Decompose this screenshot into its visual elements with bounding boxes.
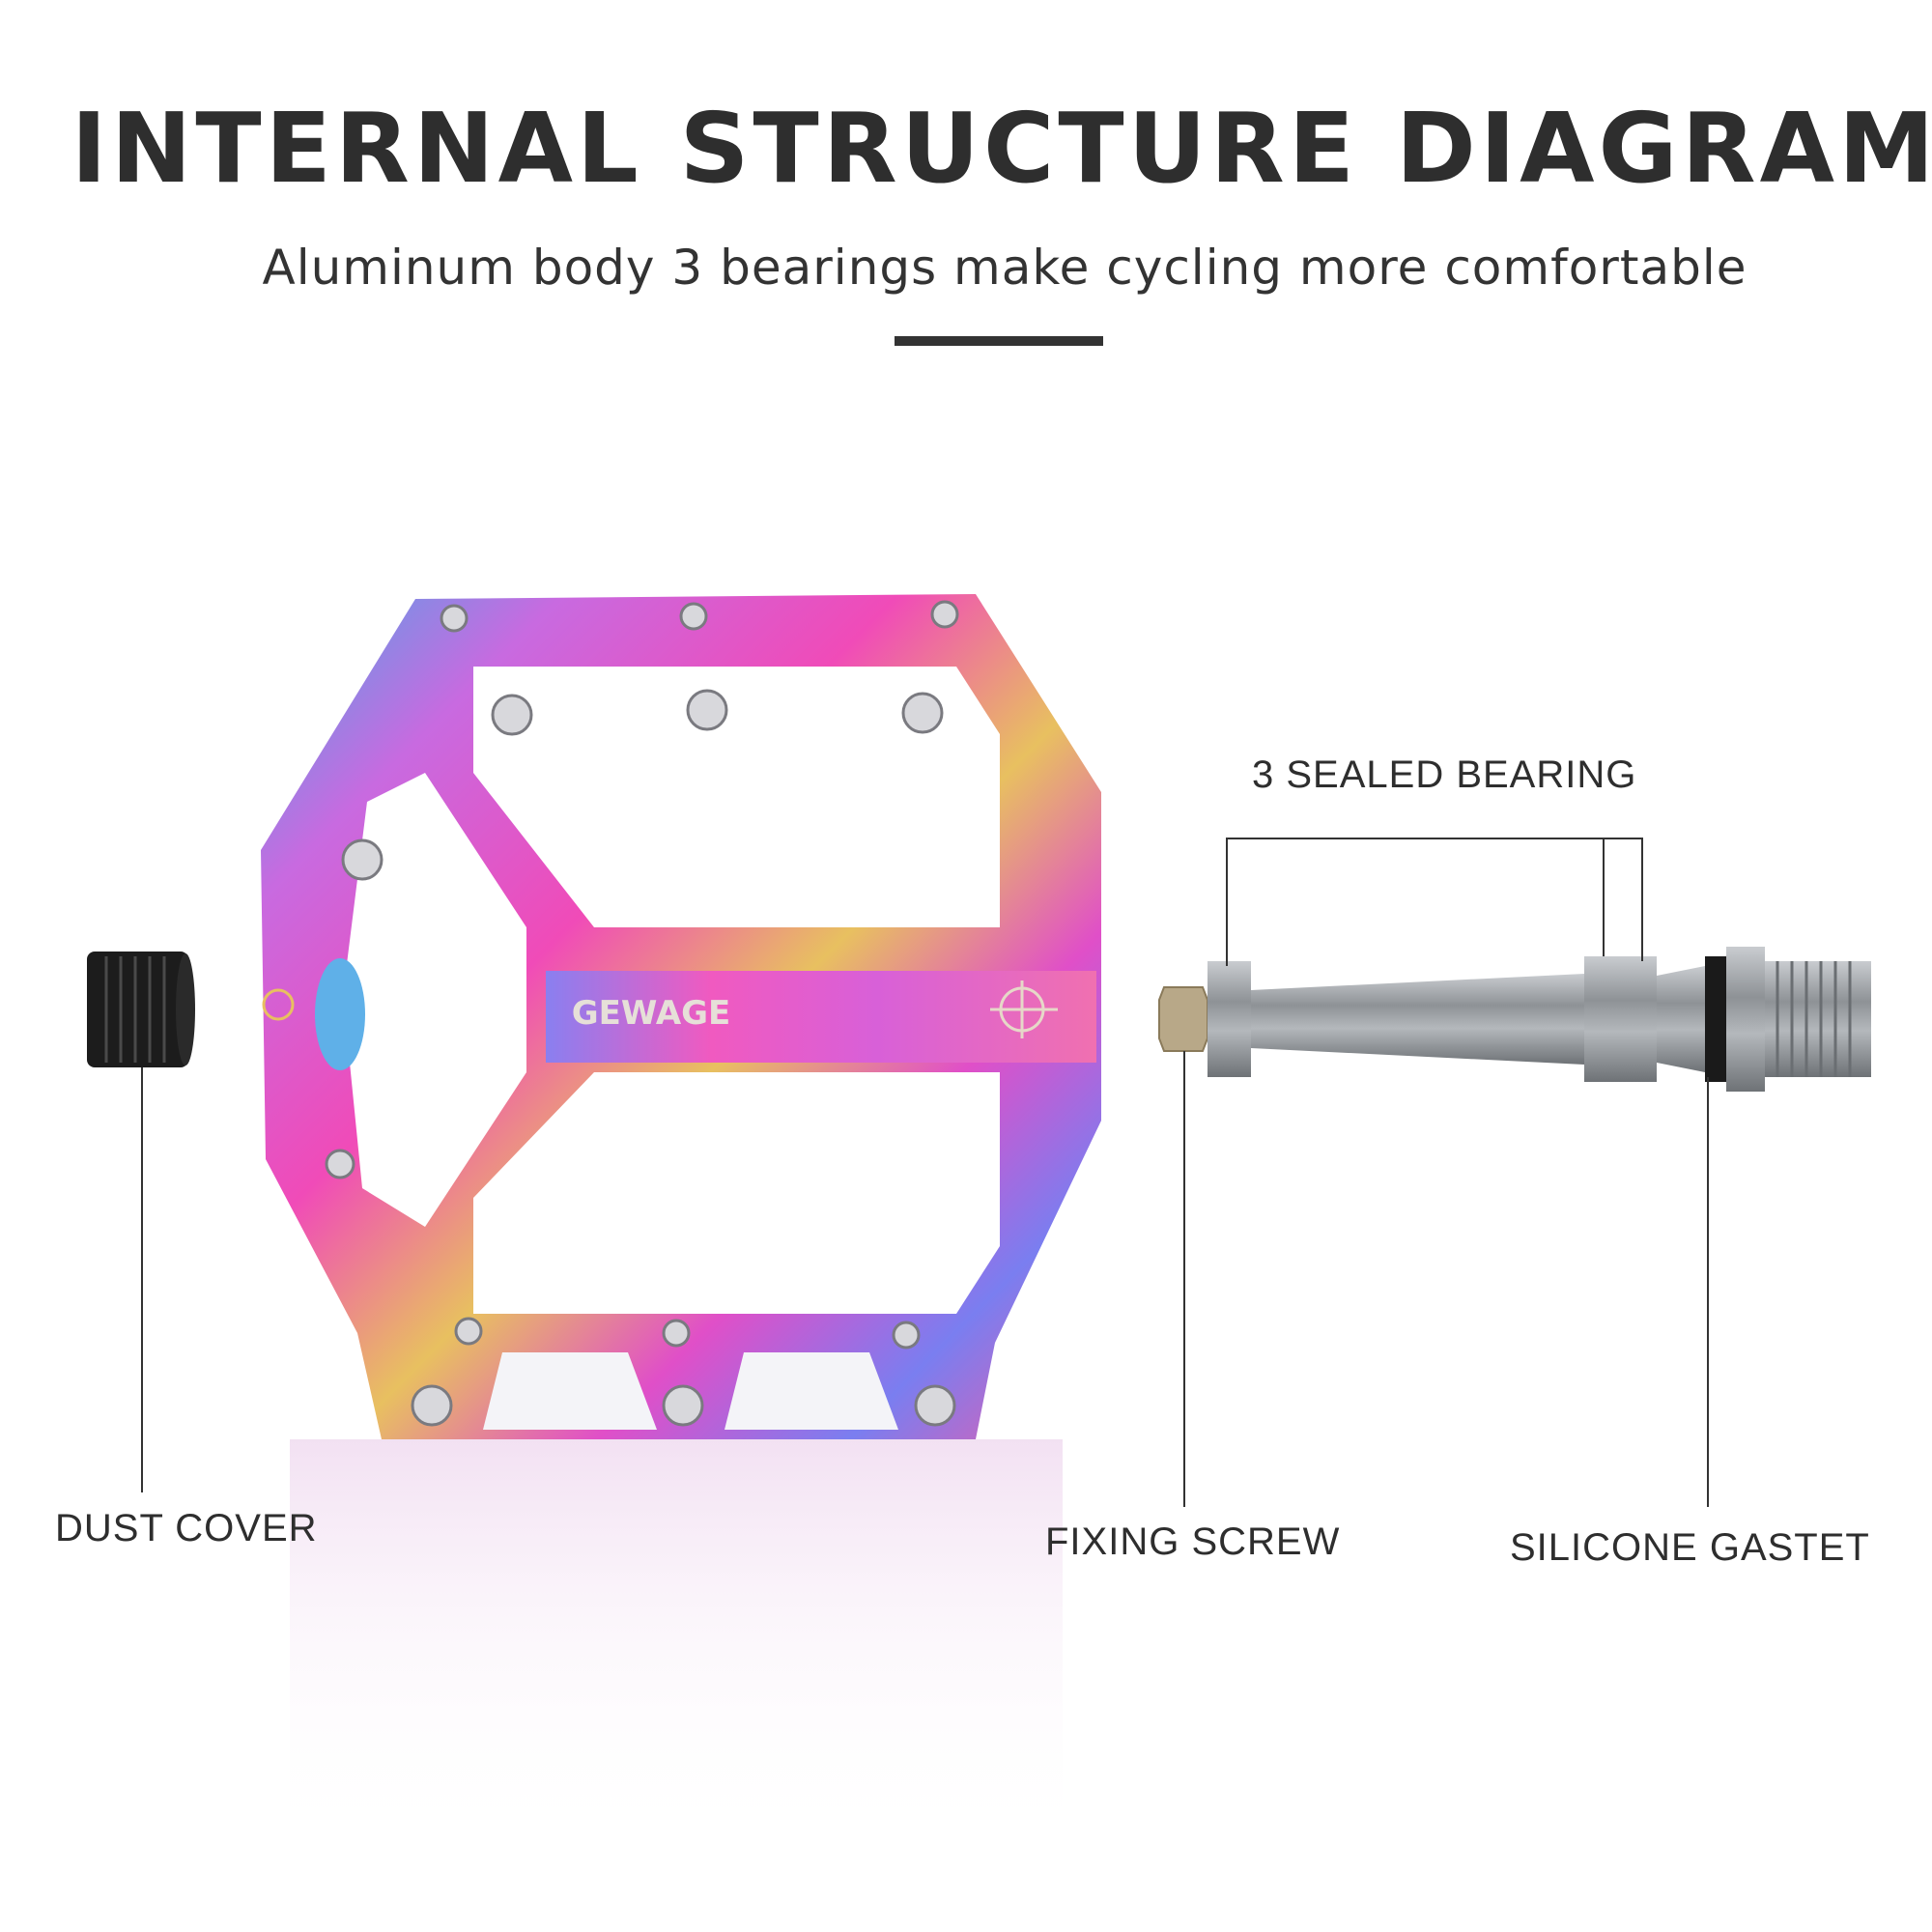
bearing-1 (1208, 961, 1251, 1077)
fixing-screw-nut (1158, 986, 1208, 1052)
fixing-screw-label: FIXING SCREW (1045, 1520, 1341, 1563)
brand-logo-text: GEWAGE (572, 994, 731, 1033)
pedal-axle (1158, 947, 1871, 1092)
sealed-bearing-label: 3 SEALED BEARING (1252, 753, 1637, 796)
page-subtitle: Aluminum body 3 bearings make cycling mo… (262, 240, 1747, 296)
silicone-gasket-label: SILICONE GASTET (1510, 1526, 1870, 1569)
brand-emblem-icon (990, 980, 1058, 1038)
threaded-end (1765, 961, 1871, 1077)
dust-cover (87, 952, 195, 1067)
dust-cover-label: DUST COVER (55, 1507, 318, 1549)
pedal-body (261, 594, 1101, 1439)
bearing-leader (1226, 838, 1643, 966)
bearing-3 (1633, 956, 1657, 1082)
leader-lines (141, 838, 1709, 1507)
title-divider (895, 336, 1103, 346)
page-title: INTERNAL STRUCTURE DIAGRAM (71, 92, 1932, 205)
pedal-pins (325, 600, 959, 1427)
bearing-2 (1584, 956, 1633, 1082)
silicone-gasket (1705, 956, 1726, 1082)
axle-shaft (1251, 974, 1584, 1065)
pedal-reflection (290, 1439, 1063, 1845)
